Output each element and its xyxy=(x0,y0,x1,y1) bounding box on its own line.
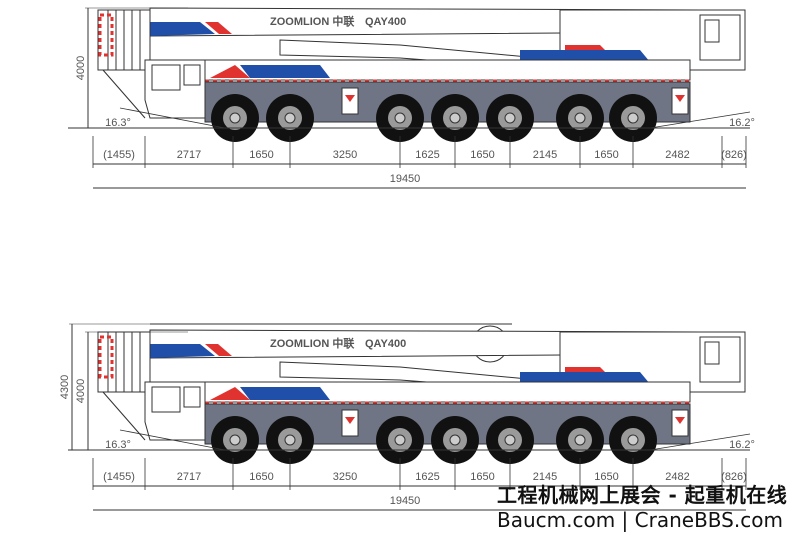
approach-angle-line xyxy=(119,107,226,129)
boom-red-stripe xyxy=(205,344,232,356)
wheel-hub-center xyxy=(284,112,296,124)
watermark-line-2: Baucm.com | CraneBBS.com xyxy=(497,508,783,532)
segment-dimension-label: 3250 xyxy=(333,471,357,483)
crane-view-1: ZOOMLION 中联 QAY400 16.3° 16.2° 4000 (1455) 271… xyxy=(68,7,755,189)
wheel-hub-center xyxy=(574,434,586,446)
super-blue-stripe xyxy=(520,50,650,62)
departure-angle-line xyxy=(649,433,751,451)
segment-dimension-label: (1455) xyxy=(103,149,135,161)
wheel-hub-center xyxy=(504,434,516,446)
crane-cab-window xyxy=(704,341,720,365)
segment-dimension-label: 1625 xyxy=(415,471,439,483)
segment-dimension-label: (1455) xyxy=(103,471,135,483)
wheel-hub-center xyxy=(627,112,639,124)
wheel-hub-center xyxy=(229,112,241,124)
segment-dimension-label: (826) xyxy=(721,149,747,161)
segment-dimension-label: 2145 xyxy=(533,149,557,161)
driver-cab-window xyxy=(151,386,181,413)
outrigger-chevron xyxy=(345,417,355,424)
wheel-hub-center xyxy=(504,112,516,124)
height-dimension-label: 4000 xyxy=(75,379,87,403)
front-approach-angle: 16.3° xyxy=(105,439,131,451)
brand-logo: ZOOMLION 中联 xyxy=(270,336,354,350)
wheel-hub-center xyxy=(229,434,241,446)
carrier-red-stripe xyxy=(210,65,250,78)
outrigger-chevron xyxy=(345,95,355,102)
driver-cab-window xyxy=(183,64,201,86)
crane-cab-window xyxy=(704,19,720,43)
model-label: QAY400 xyxy=(365,16,406,28)
front-approach-angle: 16.3° xyxy=(105,117,131,129)
carrier-red-stripe xyxy=(210,387,250,400)
segment-dimension-label: 3250 xyxy=(333,149,357,161)
hook-cable xyxy=(102,69,146,119)
overall-length-label: 19450 xyxy=(390,495,421,507)
segment-dimension-label: 1650 xyxy=(470,471,494,483)
outrigger-chevron xyxy=(675,417,685,424)
approach-angle-line xyxy=(119,429,226,451)
hook-cable xyxy=(102,391,146,441)
height-dimension-label: 4000 xyxy=(75,56,87,80)
brand-logo: ZOOMLION 中联 xyxy=(270,14,354,28)
departure-angle-line xyxy=(649,111,751,129)
model-label: QAY400 xyxy=(365,338,406,350)
segment-dimension-label: 1650 xyxy=(594,149,618,161)
wheel-hub-center xyxy=(394,112,406,124)
boom-head-warning-stripes xyxy=(98,335,114,379)
segment-dimension-label: 2482 xyxy=(665,471,689,483)
wheel-hub-center xyxy=(449,112,461,124)
wheel-hub-center xyxy=(394,434,406,446)
boom-head-warning-stripes xyxy=(98,13,114,57)
wheel-hub-center xyxy=(449,434,461,446)
boom-red-stripe xyxy=(205,22,232,34)
segment-dimension-label: 2482 xyxy=(665,149,689,161)
segment-dimension-label: 1650 xyxy=(594,471,618,483)
carrier-blue-stripe xyxy=(240,387,330,400)
segment-dimension-label: 1650 xyxy=(249,149,273,161)
segment-dimension-label: 1650 xyxy=(249,471,273,483)
watermark-line-1: 工程机械网上展会 - 起重机在线 xyxy=(497,483,788,507)
segment-dimension-label: 2145 xyxy=(533,471,557,483)
rear-departure-angle: 16.2° xyxy=(729,117,755,129)
segment-dimension-label: (826) xyxy=(721,471,747,483)
wheel-hub-center xyxy=(627,434,639,446)
segment-dimension-label: 1650 xyxy=(470,149,494,161)
boom-blue-stripe xyxy=(150,344,215,358)
crane-view-2: ZOOMLION 中联 QAY400 16.3° 16.2° 4300 4000 (1455… xyxy=(59,323,755,511)
segment-dimension-label: 1625 xyxy=(415,149,439,161)
segment-dimension-label: 2717 xyxy=(177,149,201,161)
super-blue-stripe xyxy=(520,372,650,384)
segment-dimension-label: 2717 xyxy=(177,471,201,483)
wheel-hub-center xyxy=(574,112,586,124)
outrigger-chevron xyxy=(675,95,685,102)
boom-blue-stripe xyxy=(150,22,215,36)
rear-departure-angle: 16.2° xyxy=(729,439,755,451)
height-dimension-label: 4300 xyxy=(59,375,71,399)
driver-cab-window xyxy=(183,386,201,408)
driver-cab-window xyxy=(151,64,181,91)
wheel-hub-center xyxy=(284,434,296,446)
carrier-blue-stripe xyxy=(240,65,330,78)
overall-length-label: 19450 xyxy=(390,173,421,185)
